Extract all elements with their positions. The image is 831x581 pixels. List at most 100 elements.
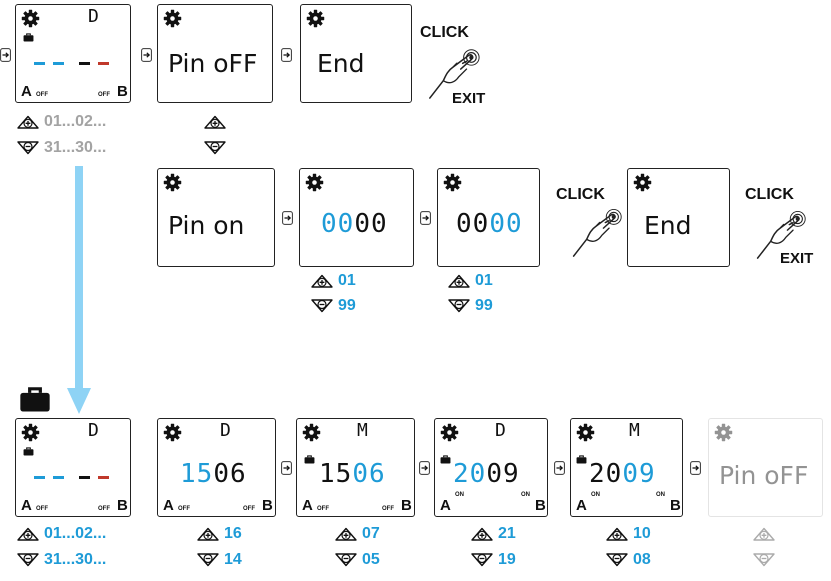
code-digits: 0000 [456,209,523,239]
minus-icon [471,553,493,567]
flow-arrow-icon [554,461,565,475]
off-label: OFF [178,506,190,512]
date-digits: 1506 [180,459,247,489]
minus-icon [17,553,39,567]
minus-icon [335,553,357,567]
suitcase-icon [19,386,51,413]
channel-a-label: A [440,497,451,514]
screen5-minus-value: 08 [633,551,651,569]
pin-off-text: Pin oFF [719,461,808,490]
month-indicator: M [357,420,368,441]
lcd-screen-date: D A OFF OFF B [15,4,131,103]
date-digits: 2009 [589,459,656,489]
channel-a-label: A [163,497,174,514]
code-digits-active: 00 [489,209,522,239]
minus-icon [311,299,333,313]
off-label: OFF [317,506,329,512]
gear-icon [163,9,182,28]
flow-arrow-icon [282,211,293,225]
screen4-plus-value: 21 [498,525,516,543]
lcd-screen-pin-off: Pin oFF [708,418,823,517]
minus-icon [17,141,39,155]
date-digits: 1506 [319,459,386,489]
off-label: OFF [36,506,48,512]
gear-icon [302,423,321,442]
gear-icon [714,423,733,442]
gear-icon [21,423,40,442]
code-digits-inactive: 00 [456,209,489,239]
gear-icon [21,9,40,28]
gear-icon [440,423,459,442]
channel-b-label: B [401,497,412,514]
code-digits-inactive: 00 [354,209,387,239]
gear-icon [576,423,595,442]
hand-tap-icon [568,202,624,258]
plus-icon [753,527,775,541]
date-digits-inactive: 20 [589,459,622,489]
lcd-screen-month: M 1506 A OFF OFF B [296,418,415,517]
dash [98,62,109,65]
gear-icon [306,9,325,28]
plus-icon [311,274,333,288]
plus-values: 01...02... [44,113,106,131]
channel-b-label: B [535,497,546,514]
lcd-screen-code-1: 0000 [299,168,414,267]
on-label: ON [455,492,464,498]
day-indicator: D [88,420,99,441]
minus-icon [204,141,226,155]
minus-icon [606,553,628,567]
channel-b-label: B [117,497,128,514]
gear-icon [443,173,462,192]
date-digits: 2009 [453,459,520,489]
flow-arrow-icon [281,461,292,475]
date-digits-inactive: 15 [319,459,352,489]
code1-minus-value: 99 [338,297,356,315]
channel-a-label: A [576,497,587,514]
end-text: End [644,211,692,240]
lcd-screen-date: D A OFF OFF B [15,418,131,517]
gear-icon [163,173,182,192]
suitcase-icon [304,455,315,464]
exit-label: EXIT [452,90,485,107]
code1-plus-value: 01 [338,272,356,290]
screen2-minus-value: 14 [224,551,242,569]
on-label: ON [591,492,600,498]
dash [34,476,45,479]
lcd-screen-end: End [300,4,412,103]
channel-b-label: B [262,497,273,514]
suitcase-icon [23,33,34,42]
plus-icon [17,115,39,129]
lcd-screen-end: End [627,168,730,267]
day-indicator: D [495,420,506,441]
plus-icon [606,527,628,541]
lcd-screen-code-2: 0000 [437,168,540,267]
plus-icon [471,527,493,541]
code2-plus-value: 01 [475,272,493,290]
off-label: OFF [98,92,110,98]
plus-icon [448,274,470,288]
channel-a-label: A [21,83,32,100]
gear-icon [633,173,652,192]
day-indicator: D [220,420,231,441]
minus-icon [197,553,219,567]
plus-icon [335,527,357,541]
date-digits-active: 09 [622,459,655,489]
plus-icon [197,527,219,541]
off-label: OFF [243,506,255,512]
channel-a-label: A [21,497,32,514]
suitcase-icon [440,455,451,464]
lcd-screen-day: D 1506 A OFF OFF B [157,418,276,517]
lcd-screen-month: M 2009 A ON ON B [570,418,683,517]
plus-icon [17,527,39,541]
code-digits-active: 00 [321,209,354,239]
plus-values: 01...02... [44,525,106,543]
gear-icon [163,423,182,442]
month-indicator: M [629,420,640,441]
day-indicator: D [88,6,99,27]
minus-values: 31...30... [44,551,106,569]
dash [79,476,90,479]
on-label: ON [656,492,665,498]
channel-b-label: B [117,83,128,100]
channel-a-label: A [302,497,313,514]
minus-values: 31...30... [44,139,106,157]
